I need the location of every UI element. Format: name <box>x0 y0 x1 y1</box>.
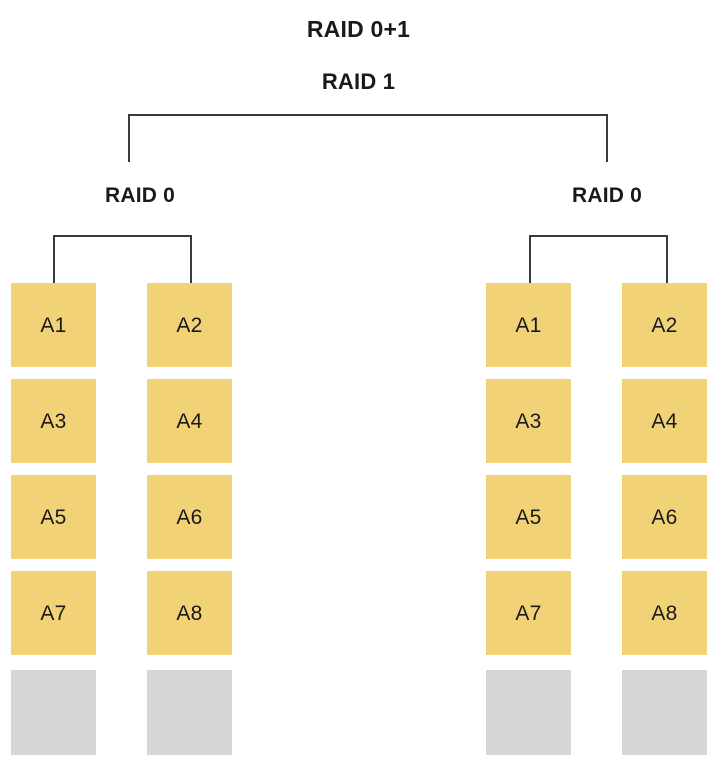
disk-block-empty <box>11 670 96 755</box>
left-raid0-bracket <box>53 235 192 283</box>
disk-block-a8: A8 <box>622 571 707 655</box>
disk-block-label: A6 <box>651 505 678 529</box>
disk-block-a1: A1 <box>11 283 96 367</box>
disk-block-label: A3 <box>515 409 542 433</box>
disk-block-label: A7 <box>40 601 67 625</box>
diagram-title: RAID 0+1 <box>306 16 411 42</box>
group-label-left: RAID 0 <box>104 184 176 207</box>
group-label-right: RAID 0 <box>571 184 643 207</box>
disk-block-a2: A2 <box>622 283 707 367</box>
disk-block-a7: A7 <box>486 571 571 655</box>
disk-block-label: A3 <box>40 409 67 433</box>
disk-block-a8: A8 <box>147 571 232 655</box>
disk-block-a5: A5 <box>11 475 96 559</box>
disk-block-label: A6 <box>176 505 203 529</box>
disk-block-a4: A4 <box>622 379 707 463</box>
right-raid0-bracket <box>529 235 668 283</box>
disk-block-label: A5 <box>40 505 67 529</box>
disk-block-a3: A3 <box>486 379 571 463</box>
raid1-level-label: RAID 1 <box>321 69 396 94</box>
disk-block-label: A4 <box>651 409 678 433</box>
disk-block-label: A2 <box>176 313 203 337</box>
disk-block-empty <box>486 670 571 755</box>
disk-block-label: A7 <box>515 601 542 625</box>
disk-block-a1: A1 <box>486 283 571 367</box>
disk-block-a2: A2 <box>147 283 232 367</box>
disk-block-empty <box>147 670 232 755</box>
disk-block-label: A5 <box>515 505 542 529</box>
disk-block-a6: A6 <box>622 475 707 559</box>
disk-block-label: A2 <box>651 313 678 337</box>
disk-block-label: A4 <box>176 409 203 433</box>
disk-block-label: A8 <box>651 601 678 625</box>
disk-block-a4: A4 <box>147 379 232 463</box>
disk-block-a6: A6 <box>147 475 232 559</box>
disk-block-empty <box>622 670 707 755</box>
disk-block-label: A8 <box>176 601 203 625</box>
disk-block-a3: A3 <box>11 379 96 463</box>
disk-block-a7: A7 <box>11 571 96 655</box>
disk-block-label: A1 <box>40 313 67 337</box>
raid1-bracket <box>128 114 608 162</box>
disk-block-label: A1 <box>515 313 542 337</box>
disk-block-a5: A5 <box>486 475 571 559</box>
